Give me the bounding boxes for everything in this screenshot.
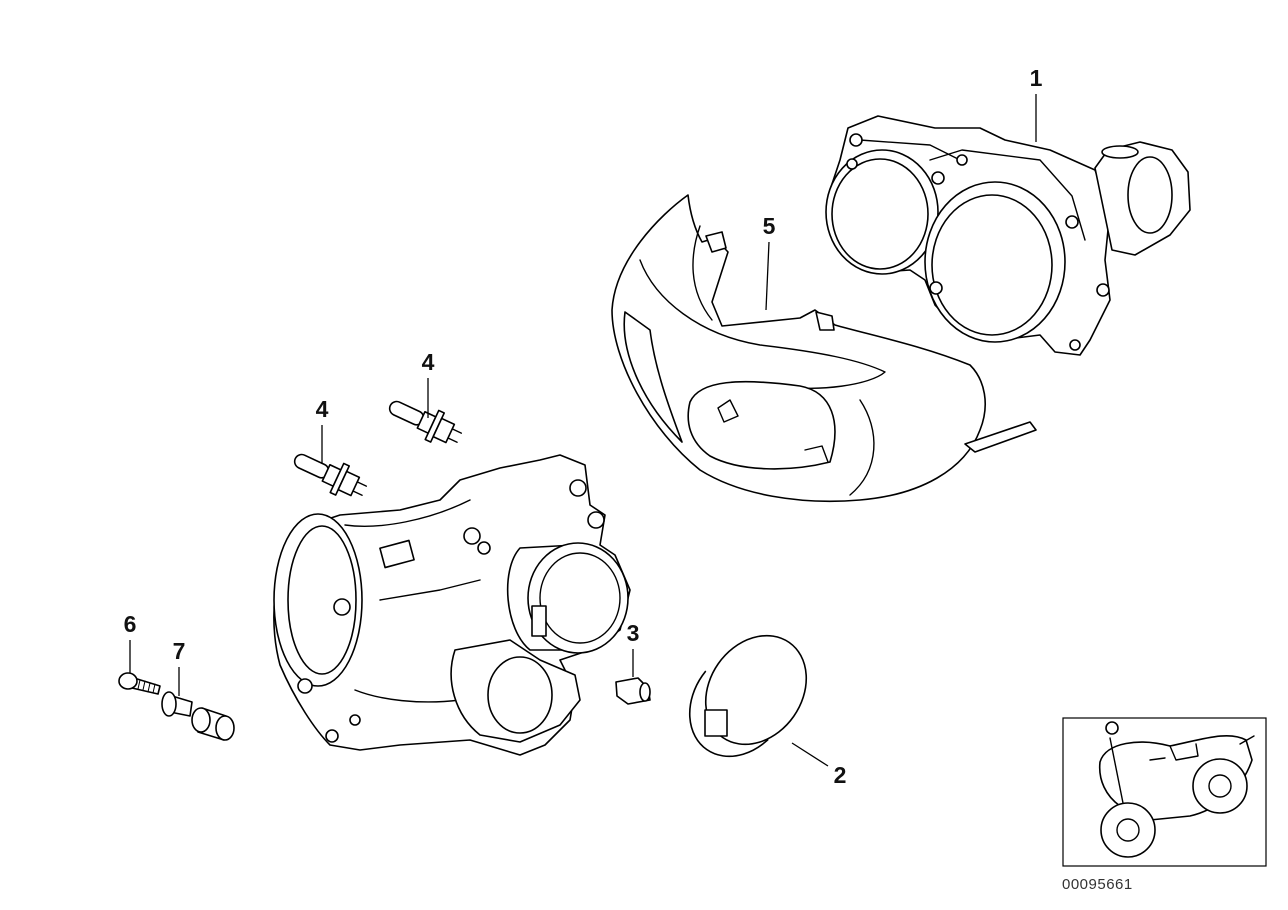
parking-bulb <box>615 677 651 705</box>
fairing-lower-opening <box>687 380 836 470</box>
leader-line-2 <box>791 742 829 767</box>
parking-bulb-holder <box>379 539 415 569</box>
right-lens <box>931 194 1053 336</box>
sleeve-flange <box>161 691 177 717</box>
main-headlight-unit <box>273 454 631 756</box>
bolt-head <box>1096 283 1110 297</box>
parking-bulb-tip <box>639 682 651 702</box>
inset-tail <box>1239 735 1255 745</box>
leader-lines <box>129 94 1037 767</box>
rubber-bushing <box>191 707 235 741</box>
bushing-face <box>191 707 211 733</box>
fairing-mount-tab <box>964 421 1037 453</box>
rear-socket-cap <box>1127 156 1173 234</box>
callout-7: 7 <box>173 638 186 664</box>
callout-2: 2 <box>834 762 847 788</box>
cover-cap-tab <box>704 709 728 737</box>
bolt-head <box>325 729 339 743</box>
bolt-head <box>931 171 945 185</box>
high-beam-lens-inner <box>539 552 621 644</box>
inset-rear-hub <box>1208 774 1232 798</box>
inset-mirror <box>1105 721 1119 735</box>
bolt-head <box>333 598 351 616</box>
bulb-base <box>432 417 456 444</box>
fairing-side-slot <box>623 311 683 443</box>
bolt-head <box>587 511 605 529</box>
screw-thread <box>137 679 156 694</box>
inset-front-wheel <box>1100 802 1156 858</box>
bolt-head <box>1065 215 1079 229</box>
twin-headlight-assembly <box>825 115 1191 356</box>
bolt-head <box>569 479 587 497</box>
callout-4-upper: 4 <box>422 349 435 375</box>
left-lens <box>831 158 929 270</box>
bolt-head <box>1069 339 1081 351</box>
bushing-end <box>215 715 235 741</box>
callout-1: 1 <box>1030 65 1043 91</box>
adjuster-knob <box>477 541 491 555</box>
bulb-pins <box>352 481 368 496</box>
sleeve <box>161 691 193 717</box>
bulb-pins <box>447 428 463 443</box>
bolt-head <box>349 714 361 726</box>
adjuster-knob <box>463 527 481 545</box>
callout-6: 6 <box>124 611 137 637</box>
screw <box>118 672 161 695</box>
fairing-mount-clip <box>705 231 835 331</box>
drawing-number: 00095661 <box>1062 876 1133 893</box>
bulb-lower <box>293 453 368 497</box>
cover-cap <box>688 634 808 758</box>
housing-frame-line <box>929 149 1086 241</box>
callout-5: 5 <box>763 213 776 239</box>
inset-rear-wheel <box>1192 758 1248 814</box>
bulb-upper <box>388 400 463 444</box>
inset-front-hub <box>1116 818 1140 842</box>
bolt-head <box>929 281 943 295</box>
fairing-contour <box>849 399 875 496</box>
high-beam-lens <box>527 542 629 654</box>
headlight-fairing <box>611 194 1037 503</box>
inset-seat <box>1149 743 1199 761</box>
bolt-head <box>956 154 968 166</box>
front-lens <box>287 525 357 675</box>
cover-cap-face <box>704 634 808 746</box>
callout-3: 3 <box>627 620 640 646</box>
fairing-inner-rim <box>639 259 886 389</box>
fairing-opening-bracket <box>717 399 829 463</box>
screw-head <box>118 672 138 690</box>
bolt-head <box>846 158 858 170</box>
fairing-inner-rim <box>692 225 713 321</box>
callouts: 1 5 4 4 6 7 3 2 <box>124 65 1043 788</box>
location-inset <box>1062 717 1267 867</box>
bulb-base <box>337 470 361 497</box>
callout-4-lower: 4 <box>316 396 329 422</box>
bolt-head <box>297 678 313 694</box>
rear-socket-top <box>1101 145 1139 159</box>
low-beam-socket-cap <box>487 656 553 734</box>
housing-detail-line <box>344 499 481 703</box>
leader-line-5 <box>765 241 770 311</box>
housing-frame-line <box>859 139 961 161</box>
housing-clip <box>531 605 547 637</box>
bolt-head <box>849 133 863 147</box>
